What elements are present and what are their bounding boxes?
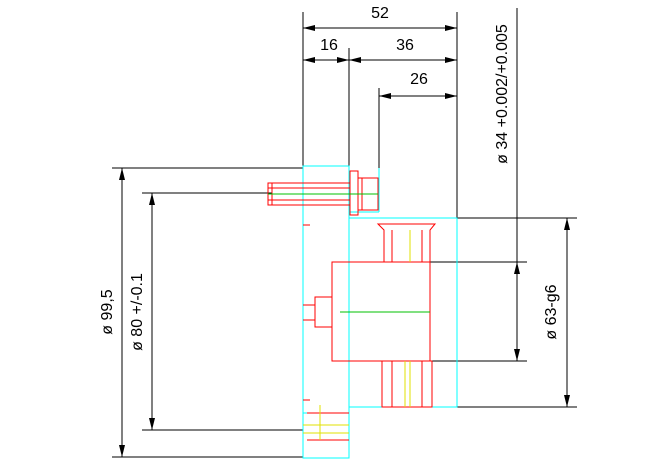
dim-pilot-length: 26 (410, 71, 428, 88)
dim-body-length: 36 (396, 37, 414, 54)
part-detail (267, 170, 437, 441)
arrowheads (119, 25, 570, 457)
hatch-lines (303, 230, 411, 440)
dim-overall-length: 52 (371, 5, 389, 22)
dim-bore-diameter: ø 34 +0.002/+0.005 (494, 24, 511, 164)
dim-bolt-circle-diameter: ø 80 +/-0.1 (129, 273, 146, 351)
center-lines (268, 193, 430, 313)
dim-pilot-diameter: ø 63-g6 (543, 284, 560, 339)
dim-flange-diameter: ø 99,5 (99, 289, 116, 334)
body-outline (348, 168, 458, 408)
dim-flange-thickness: 16 (320, 37, 338, 54)
